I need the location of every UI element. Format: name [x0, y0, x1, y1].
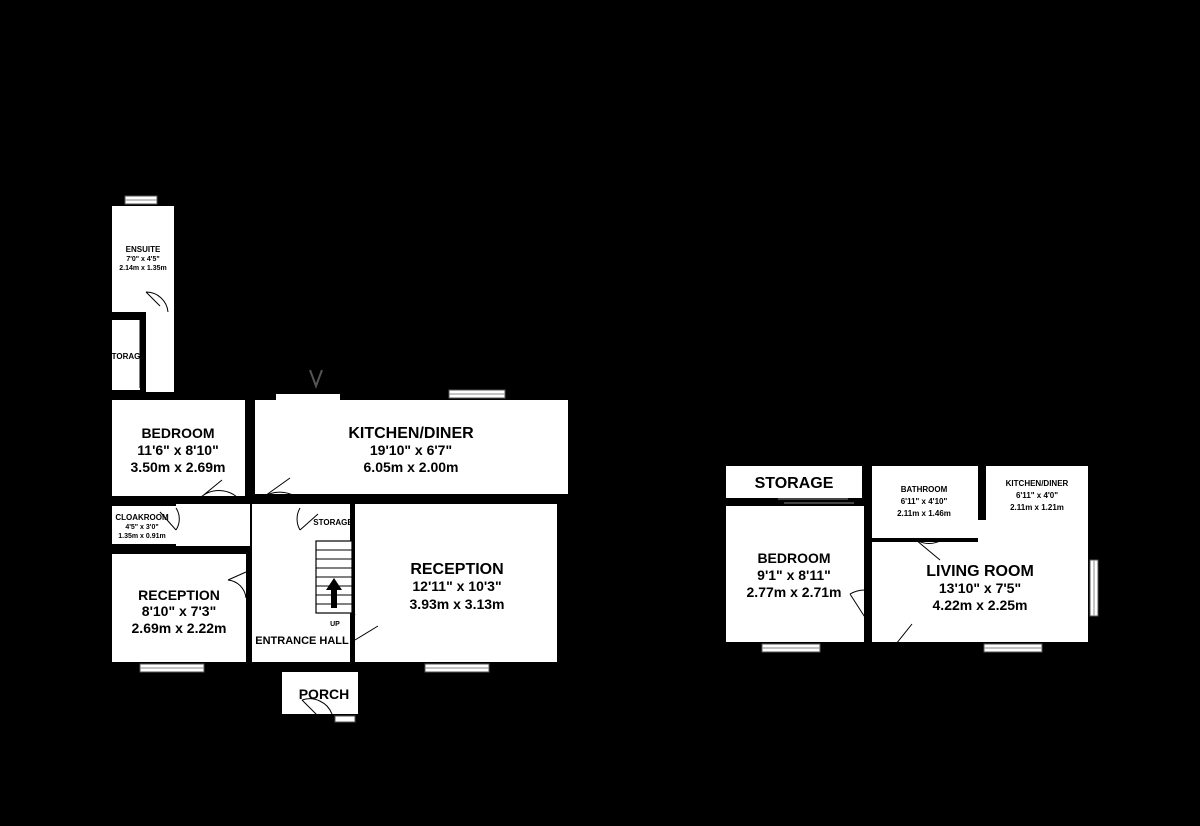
bedroom-name: BEDROOM: [141, 425, 214, 441]
reception-large-room: [355, 504, 557, 662]
ensuite-imperial: 7'0" x 4'5": [126, 256, 159, 263]
annex-bedroom-name: BEDROOM: [757, 550, 830, 566]
annex-living-room-name: LIVING ROOM: [926, 563, 1034, 580]
hall-corridor: [176, 504, 250, 546]
kitchen-diner-imperial: 19'10" x 6'7": [370, 442, 452, 458]
bedroom-imperial: 11'6" x 8'10": [137, 442, 218, 458]
cloakroom-imperial: 4'5" x 3'0": [125, 524, 158, 531]
north-arrow-icon: [309, 369, 323, 389]
ensuite-metric: 2.14m x 1.35m: [119, 265, 166, 272]
annex-bathroom-name: BATHROOM: [901, 485, 948, 494]
reception-large-metric: 3.93m x 3.13m: [410, 596, 505, 612]
annex-living-room-metric: 4.22m x 2.25m: [933, 597, 1028, 613]
storage-room-left: [112, 320, 140, 390]
annex-bathroom-room: [872, 466, 978, 538]
annex-plan: STORAGE BATHROOM 6'11" x 4'10" 2.11m x 1…: [726, 466, 1099, 653]
annex-storage-name: STORAGE: [755, 475, 834, 492]
cloakroom-room: [112, 506, 176, 544]
porch-name: PORCH: [299, 686, 350, 702]
annex-bathroom-imperial: 6'11" x 4'10": [901, 497, 948, 506]
entrance-hall-name: ENTRANCE HALL: [255, 635, 349, 647]
kitchen-diner-name: KITCHEN/DINER: [348, 425, 474, 442]
bedroom-room: [112, 400, 245, 496]
reception-small-room: [112, 554, 246, 662]
annex-kitchen-diner-name: KITCHEN/DINER: [1006, 479, 1069, 488]
staircase: [315, 540, 353, 614]
annex-bathroom-metric: 2.11m x 1.46m: [897, 509, 951, 518]
window-porch: [334, 715, 356, 723]
annex-bedroom-room: [726, 506, 864, 642]
annex-kitchen-opening: [978, 520, 988, 546]
annex-living-room: [872, 542, 1088, 642]
stairs-arrow-icon: [326, 578, 342, 608]
kitchen-diner-room: [255, 400, 568, 494]
ground-floor-plan: ENSUITE 7'0" x 4'5" 2.14m x 1.35m STORAG…: [106, 195, 568, 723]
reception-small-name: RECEPTION: [138, 587, 220, 603]
reception-small-imperial: 8'10" x 7'3": [142, 603, 216, 619]
ensuite-room: [112, 206, 174, 312]
kitchen-diner-metric: 6.05m x 2.00m: [364, 459, 459, 475]
annex-kitchen-diner-imperial: 6'11" x 4'0": [1016, 491, 1058, 500]
reception-large-imperial: 12'11" x 10'3": [412, 578, 501, 594]
bedroom-metric: 3.50m x 2.69m: [131, 459, 226, 475]
kitchen-opening: [276, 394, 340, 400]
annex-kitchen-diner-metric: 2.11m x 1.21m: [1010, 503, 1064, 512]
storage-left-name: STORAGE: [106, 352, 146, 361]
annex-bedroom-metric: 2.77m x 2.71m: [747, 584, 842, 600]
cloakroom-name: CLOAKROOM: [115, 513, 169, 522]
storage-hall-name: STORAGE: [313, 518, 353, 527]
ensuite-corridor: [146, 312, 174, 392]
reception-small-metric: 2.69m x 2.22m: [132, 620, 227, 636]
ensuite-name: ENSUITE: [126, 245, 161, 254]
ground-floor-doors: [139, 291, 379, 719]
annex-living-room-imperial: 13'10" x 7'5": [939, 580, 1021, 596]
porch-room: [282, 672, 358, 714]
stairs-up-label: UP: [330, 621, 340, 628]
annex-bedroom-imperial: 9'1" x 8'11": [757, 567, 831, 583]
ground-floor-windows: [124, 195, 506, 723]
annex-storage-room: [726, 466, 862, 498]
reception-large-name: RECEPTION: [410, 561, 503, 578]
cloakroom-metric: 1.35m x 0.91m: [118, 533, 165, 540]
annex-kitchen-diner-room: [986, 466, 1088, 542]
